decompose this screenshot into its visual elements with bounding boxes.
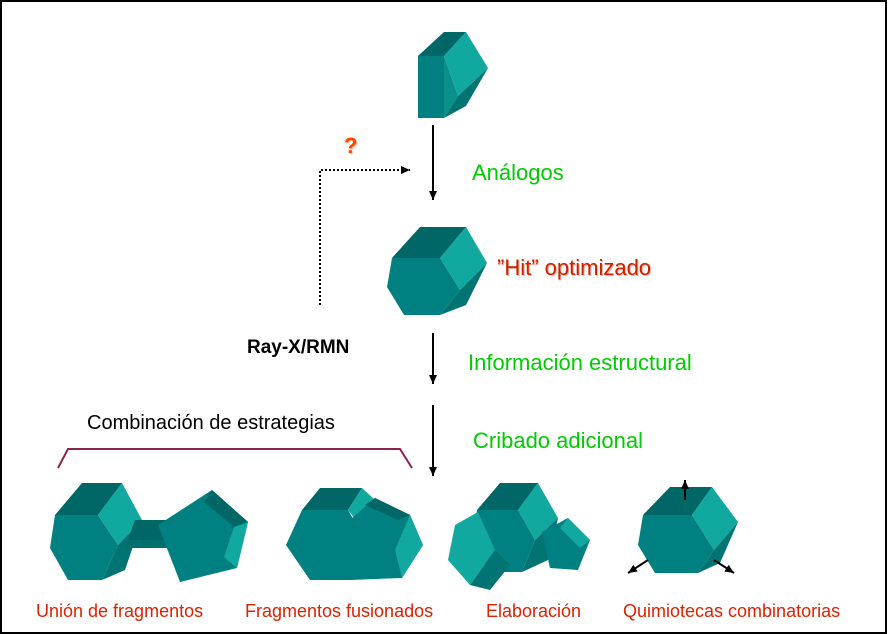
xray-nmr-label: Ray-X/RMN — [247, 337, 350, 358]
caption-fragment-linking: Unión de fragmentos — [36, 601, 204, 621]
combinatorial-library-shape — [627, 480, 738, 574]
feedback-dotted-arrow — [319, 166, 410, 305]
strategies-label: Combinación de estrategias — [87, 412, 335, 434]
optimized-hit-shape — [387, 227, 487, 315]
caption-combinatorial-libraries: Quimiotecas combinatorias — [623, 601, 841, 621]
caption-elaboration: Elaboración — [486, 601, 582, 621]
question-mark-label: ? — [344, 133, 358, 158]
optimized-hit-label: ”Hit” optimizado — [497, 255, 652, 280]
fragment-merging-shape — [286, 488, 423, 580]
strategies-bracket — [57, 448, 413, 469]
caption-fragment-merging: Fragmentos fusionados — [245, 601, 434, 621]
analogs-label: Análogos — [472, 160, 564, 185]
fragment-linking-shape — [50, 483, 248, 582]
fragment-top-shape — [418, 32, 488, 118]
elaboration-shape — [448, 483, 590, 590]
structural-info-label: Información estructural — [468, 350, 692, 375]
additional-screening-label: Cribado adicional — [473, 428, 643, 453]
